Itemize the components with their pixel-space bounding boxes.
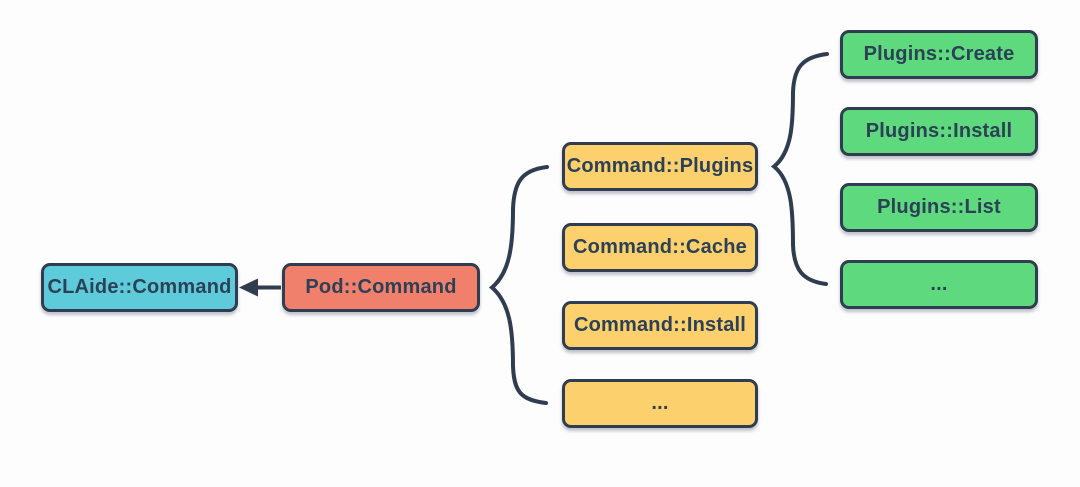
node-command-plugins: Command::Plugins (562, 142, 758, 191)
inheritance-arrow (239, 278, 281, 297)
node-label: Plugins::List (877, 196, 1001, 218)
node-plugins-list: Plugins::List (840, 183, 1038, 232)
node-plugins-create: Plugins::Create (840, 30, 1038, 79)
node-label: Command::Install (573, 314, 747, 336)
node-pod-command: Pod::Command (282, 263, 480, 312)
node-plugins-install: Plugins::Install (840, 107, 1038, 156)
node-label: CLAide::Command (47, 276, 232, 298)
node-command-install: Command::Install (562, 301, 758, 350)
node-label: Pod::Command (305, 276, 457, 298)
brace-plugins-to-children-icon (770, 52, 829, 286)
node-label: Command::Cache (573, 236, 747, 258)
node-command-cache: Command::Cache (562, 223, 758, 272)
node-label: Plugins::Install (865, 120, 1013, 142)
node-label: Plugins::Create (863, 43, 1015, 65)
node-label: ... (930, 273, 948, 295)
node-label: ... (651, 392, 669, 414)
brace-pod-to-commands-icon (488, 165, 549, 405)
node-command-ellipsis: ... (562, 379, 758, 428)
node-label: Command::Plugins (566, 155, 754, 177)
node-plugins-ellipsis: ... (840, 260, 1038, 309)
node-claide-command: CLAide::Command (41, 263, 238, 312)
